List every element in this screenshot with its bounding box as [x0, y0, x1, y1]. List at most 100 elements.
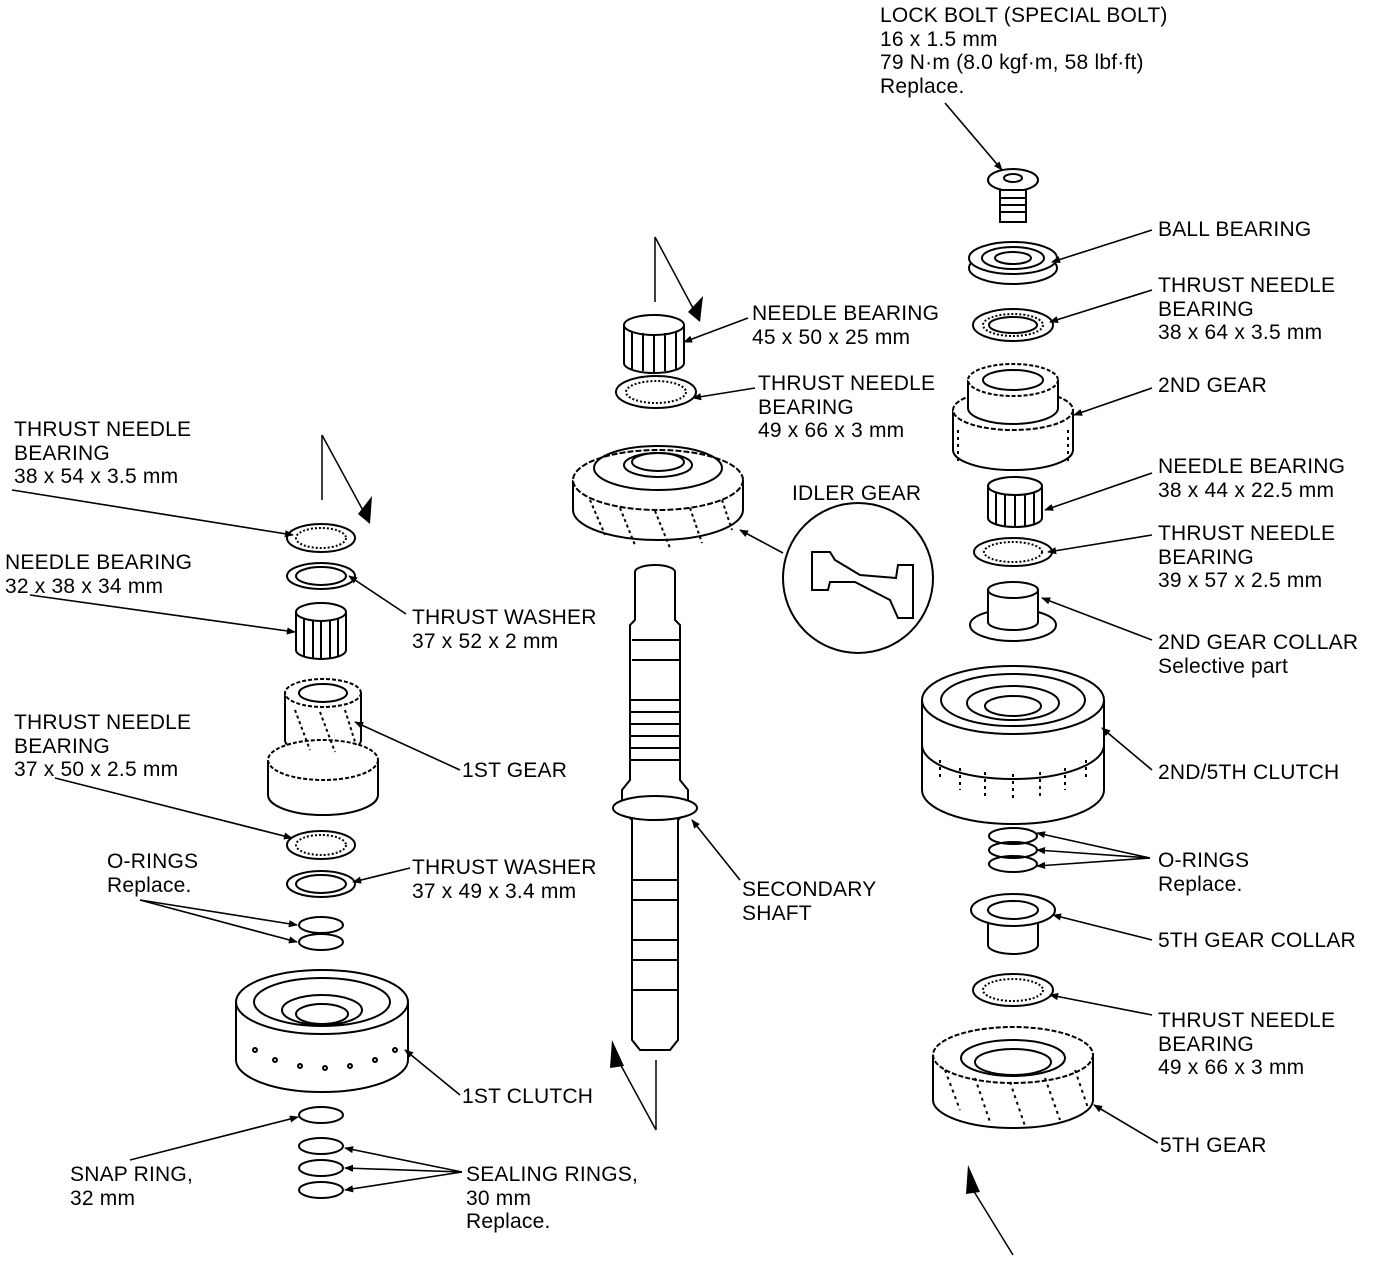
- thrust-bearing-37x50-shape: [286, 830, 356, 860]
- tnb-39x57-line2: BEARING: [1158, 545, 1254, 569]
- label-thrust-washer-37x49: THRUST WASHER 37 x 49 x 3.4 mm: [412, 856, 597, 903]
- thrust-washer-37x52-shape: [286, 562, 356, 590]
- idler-gear-shape: [572, 445, 744, 549]
- 5th-gear-name: 5TH GEAR: [1160, 1134, 1267, 1157]
- label-1st-gear: 1ST GEAR: [462, 759, 567, 783]
- 1st-gear-name: 1ST GEAR: [462, 759, 568, 782]
- label-lock-bolt: LOCK BOLT (SPECIAL BOLT) 16 x 1.5 mm 79 …: [880, 4, 1168, 98]
- nb-38x44-size: 38 x 44 x 22.5 mm: [1158, 478, 1335, 502]
- tnb-37x50-line1: THRUST NEEDLE: [14, 711, 192, 734]
- tnb-38x54-line2: BEARING: [14, 441, 110, 465]
- label-1st-clutch: 1ST CLUTCH: [462, 1085, 593, 1109]
- nb-38x44-name: NEEDLE BEARING: [1158, 455, 1346, 478]
- label-thrust-needle-bearing-38x64: THRUST NEEDLE BEARING 38 x 64 x 3.5 mm: [1158, 274, 1335, 345]
- o-rings-left-note: Replace.: [107, 873, 192, 897]
- tnb-49x66-mid-line1: THRUST NEEDLE: [758, 372, 936, 395]
- label-5th-gear: 5TH GEAR: [1160, 1134, 1267, 1158]
- lock-bolt-note: Replace.: [880, 74, 965, 98]
- tnb-49x66-mid-size: 49 x 66 x 3 mm: [758, 419, 905, 442]
- lock-bolt-size: 16 x 1.5 mm: [880, 27, 998, 51]
- tnb-38x64-size: 38 x 64 x 3.5 mm: [1158, 321, 1323, 344]
- label-needle-bearing-45x50: NEEDLE BEARING 45 x 50 x 25 mm: [752, 302, 939, 349]
- lock-bolt-name: LOCK BOLT (SPECIAL BOLT): [880, 4, 1168, 27]
- secondary-shaft-line1: SECONDARY: [742, 878, 877, 901]
- 2nd-gear-collar-shape: [969, 581, 1057, 642]
- 1st-clutch-shape: [235, 969, 409, 1093]
- 2nd-gear-collar-name: 2ND GEAR COLLAR: [1158, 631, 1359, 654]
- thrust-washer-37x49-name: THRUST WASHER: [412, 856, 597, 879]
- sealing-rings-shape: [298, 1137, 344, 1199]
- nb-32x38-size: 32 x 38 x 34 mm: [5, 574, 164, 598]
- o-rings-left-name: O-RINGS: [107, 850, 199, 873]
- o-rings-right-name: O-RINGS: [1158, 849, 1250, 872]
- tnb-38x64-line2: BEARING: [1158, 297, 1254, 321]
- thrust-bearing-49x66-mid-shape: [615, 375, 697, 409]
- 2nd-gear-name: 2ND GEAR: [1158, 374, 1267, 397]
- label-idler-gear: IDLER GEAR: [792, 482, 921, 506]
- tnb-38x54-line1: THRUST NEEDLE: [14, 418, 192, 441]
- tnb-38x64-line1: THRUST NEEDLE: [1158, 274, 1336, 297]
- secondary-shaft-line2: SHAFT: [742, 901, 812, 925]
- 1st-gear-shape: [267, 678, 379, 816]
- o-rings-right-note: Replace.: [1158, 872, 1243, 896]
- label-sealing-rings: SEALING RINGS, 30 mm Replace.: [466, 1163, 638, 1234]
- tnb-49x66-right-line1: THRUST NEEDLE: [1158, 1009, 1336, 1032]
- sealing-rings-note: Replace.: [466, 1210, 551, 1233]
- tnb-49x66-right-size: 49 x 66 x 3 mm: [1158, 1056, 1305, 1079]
- tnb-39x57-size: 39 x 57 x 2.5 mm: [1158, 569, 1323, 592]
- 1st-clutch-name: 1ST CLUTCH: [462, 1085, 594, 1108]
- idler-gear-section-circle: [782, 502, 934, 654]
- label-thrust-needle-bearing-49x66-right: THRUST NEEDLE BEARING 49 x 66 x 3 mm: [1158, 1009, 1335, 1080]
- thrust-bearing-38x64-shape: [972, 308, 1054, 342]
- label-ball-bearing: BALL BEARING: [1158, 218, 1311, 242]
- o-rings-left-shape: [298, 916, 344, 951]
- tnb-49x66-right-line2: BEARING: [1158, 1032, 1254, 1056]
- needle-bearing-32x38-shape: [295, 602, 347, 660]
- o-rings-right-shape: [988, 827, 1038, 873]
- label-needle-bearing-38x44: NEEDLE BEARING 38 x 44 x 22.5 mm: [1158, 455, 1345, 502]
- ball-bearing-shape: [968, 241, 1058, 285]
- label-o-rings-left: O-RINGS Replace.: [107, 850, 198, 897]
- lock-bolt-shape: [987, 168, 1039, 223]
- snap-ring-shape: [298, 1106, 344, 1124]
- thrust-bearing-39x57-shape: [973, 537, 1053, 567]
- lock-bolt-torque: 79 N·m (8.0 kgf·m, 58 lbf·ft): [880, 51, 1144, 74]
- label-2nd-gear: 2ND GEAR: [1158, 374, 1267, 398]
- 2nd-5th-clutch-shape: [921, 665, 1105, 825]
- nb-45x50-name: NEEDLE BEARING: [752, 302, 940, 325]
- 2nd-gear-shape: [952, 363, 1074, 471]
- sealing-rings-size: 30 mm: [466, 1186, 532, 1210]
- thrust-washer-37x49-shape: [286, 870, 356, 898]
- snap-ring-size: 32 mm: [70, 1186, 136, 1210]
- secondary-shaft-shape: [612, 564, 698, 1051]
- label-snap-ring: SNAP RING, 32 mm: [70, 1163, 193, 1210]
- needle-bearing-38x44-shape: [987, 476, 1043, 528]
- label-thrust-needle-bearing-49x66-mid: THRUST NEEDLE BEARING 49 x 66 x 3 mm: [758, 372, 935, 443]
- label-o-rings-right: O-RINGS Replace.: [1158, 849, 1249, 896]
- 5th-gear-shape: [932, 1026, 1094, 1129]
- label-thrust-needle-bearing-38x54: THRUST NEEDLE BEARING 38 x 54 x 3.5 mm: [14, 418, 191, 489]
- thrust-washer-37x52-size: 37 x 52 x 2 mm: [412, 629, 559, 653]
- nb-32x38-name: NEEDLE BEARING: [5, 551, 193, 574]
- tnb-49x66-mid-line2: BEARING: [758, 395, 854, 419]
- needle-bearing-45x50-shape: [623, 314, 685, 374]
- 5th-gear-collar-shape: [970, 893, 1056, 955]
- label-thrust-needle-bearing-37x50: THRUST NEEDLE BEARING 37 x 50 x 2.5 mm: [14, 711, 191, 782]
- tnb-39x57-line1: THRUST NEEDLE: [1158, 522, 1336, 545]
- nb-45x50-size: 45 x 50 x 25 mm: [752, 325, 911, 349]
- sealing-rings-name: SEALING RINGS,: [466, 1163, 639, 1186]
- label-2nd-5th-clutch: 2ND/5TH CLUTCH: [1158, 761, 1339, 785]
- 5th-gear-collar-name: 5TH GEAR COLLAR: [1158, 929, 1356, 952]
- label-needle-bearing-32x38: NEEDLE BEARING 32 x 38 x 34 mm: [5, 551, 192, 598]
- idler-gear-name: IDLER GEAR: [792, 482, 922, 505]
- thrust-bearing-49x66-right-shape: [972, 973, 1054, 1007]
- label-2nd-gear-collar: 2ND GEAR COLLAR Selective part: [1158, 631, 1358, 678]
- thrust-washer-37x52-name: THRUST WASHER: [412, 606, 597, 629]
- tnb-37x50-size: 37 x 50 x 2.5 mm: [14, 758, 179, 781]
- 2nd-gear-collar-note: Selective part: [1158, 654, 1289, 678]
- ball-bearing-name: BALL BEARING: [1158, 218, 1312, 241]
- thrust-bearing-38x54-shape: [286, 523, 356, 553]
- tnb-37x50-line2: BEARING: [14, 734, 110, 758]
